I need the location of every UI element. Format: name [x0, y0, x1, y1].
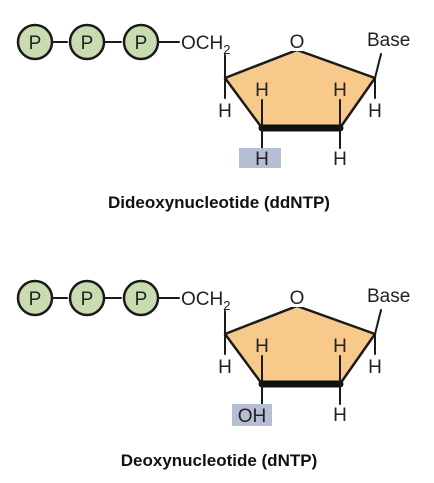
ddntp-molecule: P P P OCH2 O Base H H H H H H: [16, 23, 410, 212]
base-bond: [374, 309, 382, 335]
phosphate-label: P: [29, 33, 42, 54]
phosphate-label: P: [29, 289, 42, 310]
ring-oxygen-bg: [286, 287, 308, 307]
dntp-molecule: P P P OCH2 O Base H H H H OH H Deoxynucl…: [16, 279, 410, 470]
h-atom: H: [333, 336, 347, 357]
h-atom: H: [333, 149, 347, 170]
phosphate-group: [68, 279, 106, 317]
h-atom: H: [333, 405, 347, 426]
h-atom: H: [368, 357, 382, 378]
h-atom: H: [255, 336, 269, 357]
base-label: Base: [367, 30, 410, 51]
phosphate-group: [122, 279, 160, 317]
phosphate-label: P: [81, 33, 94, 54]
highlight-atom: H: [255, 149, 269, 170]
base-label: Base: [367, 286, 410, 307]
phosphate-group: [16, 279, 54, 317]
base-bond: [374, 53, 382, 79]
phosphate-label: P: [135, 289, 148, 310]
ddntp-caption: Dideoxynucleotide (ddNTP): [108, 193, 330, 212]
h-atom: H: [255, 80, 269, 101]
phosphate-label: P: [81, 289, 94, 310]
och2-label: OCH2: [181, 33, 230, 57]
dntp-caption: Deoxynucleotide (dNTP): [121, 451, 317, 470]
ring-oxygen-label: O: [290, 288, 305, 309]
phosphate-group: [122, 23, 160, 61]
highlight-box: [232, 404, 272, 426]
och2-label: OCH2: [181, 289, 230, 313]
h-atom: H: [218, 101, 232, 122]
ring-oxygen-bg: [286, 31, 308, 51]
h-atom: H: [218, 357, 232, 378]
phosphate-group: [68, 23, 106, 61]
highlight-atom: OH: [238, 406, 267, 427]
phosphate-group: [16, 23, 54, 61]
h-atom: H: [368, 101, 382, 122]
ring-oxygen-label: O: [290, 32, 305, 53]
deoxyribose-ring: [223, 48, 377, 130]
h-atom: H: [333, 80, 347, 101]
highlight-box: [239, 148, 281, 168]
deoxyribose-ring: [223, 304, 377, 386]
phosphate-label: P: [135, 33, 148, 54]
